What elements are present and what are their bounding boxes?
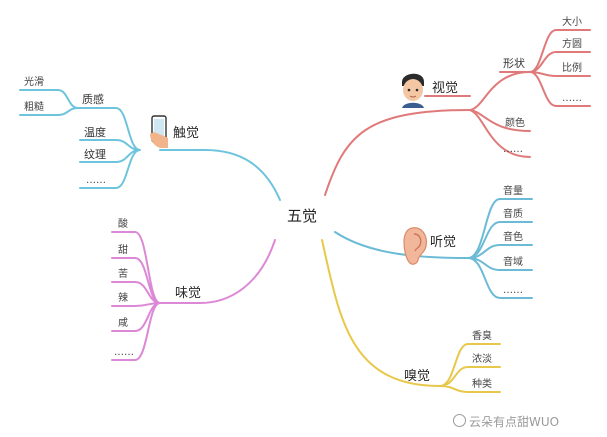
vision-label: 视觉 <box>432 81 459 96</box>
touch-label: 触觉 <box>173 126 200 141</box>
hearing-item: 音域 <box>503 257 523 268</box>
boy-face-icon <box>402 73 424 108</box>
vision-shape-item: 方圆 <box>562 39 582 50</box>
hearing-label: 听觉 <box>430 235 457 250</box>
vision-shape-label: 形状 <box>503 57 525 70</box>
smell-fork <box>439 343 469 393</box>
hearing-main-line <box>334 231 469 259</box>
touch-texture-fork <box>57 89 79 116</box>
vision-shape-item: 大小 <box>562 17 582 28</box>
hearing-connectors <box>334 198 533 299</box>
touch-fork <box>115 107 141 189</box>
taste-fork <box>134 231 161 361</box>
vision-main-line <box>324 109 471 196</box>
smell-item: 浓淡 <box>472 354 492 365</box>
hearing-item: …… <box>503 285 523 296</box>
touch-texture-underlines <box>19 89 59 116</box>
phone-hand-icon <box>150 115 168 148</box>
smell-leaf-underlines <box>467 343 501 393</box>
hearing-fork <box>467 198 501 299</box>
taste-main-line <box>159 239 276 304</box>
smell-connectors <box>321 239 501 393</box>
touch-pattern-label: 纹理 <box>84 148 106 161</box>
touch-etc: …… <box>86 175 106 186</box>
taste-item: 苦 <box>118 269 128 280</box>
touch-leaf-underlines <box>77 107 117 189</box>
watermark-logo-icon <box>453 414 466 427</box>
touch-temperature-label: 温度 <box>84 126 106 139</box>
smell-item: 种类 <box>472 379 492 390</box>
taste-label: 味觉 <box>175 286 202 301</box>
hearing-item: 音量 <box>503 186 523 197</box>
touch-main-line <box>159 149 281 201</box>
vision-etc: …… <box>503 144 523 155</box>
hearing-item: 音质 <box>503 209 523 220</box>
ear-icon <box>403 227 427 265</box>
taste-item: 甜 <box>118 245 128 256</box>
taste-connectors <box>111 231 276 361</box>
taste-item: 咸 <box>118 318 128 329</box>
vision-shape-fork <box>529 29 557 107</box>
vision-shape-item: 比例 <box>562 63 582 74</box>
hearing-leaf-underlines <box>499 198 533 299</box>
vision-connectors <box>324 29 591 196</box>
touch-connectors <box>19 89 281 201</box>
vision-leaf-underlines <box>555 29 591 107</box>
taste-item: …… <box>114 347 134 358</box>
smell-item: 香臭 <box>472 331 492 342</box>
smell-main-line <box>321 239 441 387</box>
vision-shape-item: …… <box>562 93 582 104</box>
vision-shape-line <box>469 71 531 111</box>
watermark: 云朵有点甜WUO <box>453 414 559 428</box>
taste-item: 辣 <box>118 293 128 304</box>
watermark-text: 云朵有点甜WUO <box>469 415 560 429</box>
vision-color-label: 颜色 <box>505 118 525 129</box>
taste-item: 酸 <box>118 219 128 230</box>
touch-texture-item: 光滑 <box>24 77 44 88</box>
taste-leaf-underlines <box>111 231 136 361</box>
center-topic: 五觉 <box>287 207 318 225</box>
vision-etc-line <box>469 109 531 158</box>
hearing-item: 音色 <box>503 232 523 243</box>
touch-texture-label: 质感 <box>82 93 104 106</box>
touch-texture-item: 粗糙 <box>24 102 44 113</box>
smell-label: 嗅觉 <box>404 369 431 384</box>
